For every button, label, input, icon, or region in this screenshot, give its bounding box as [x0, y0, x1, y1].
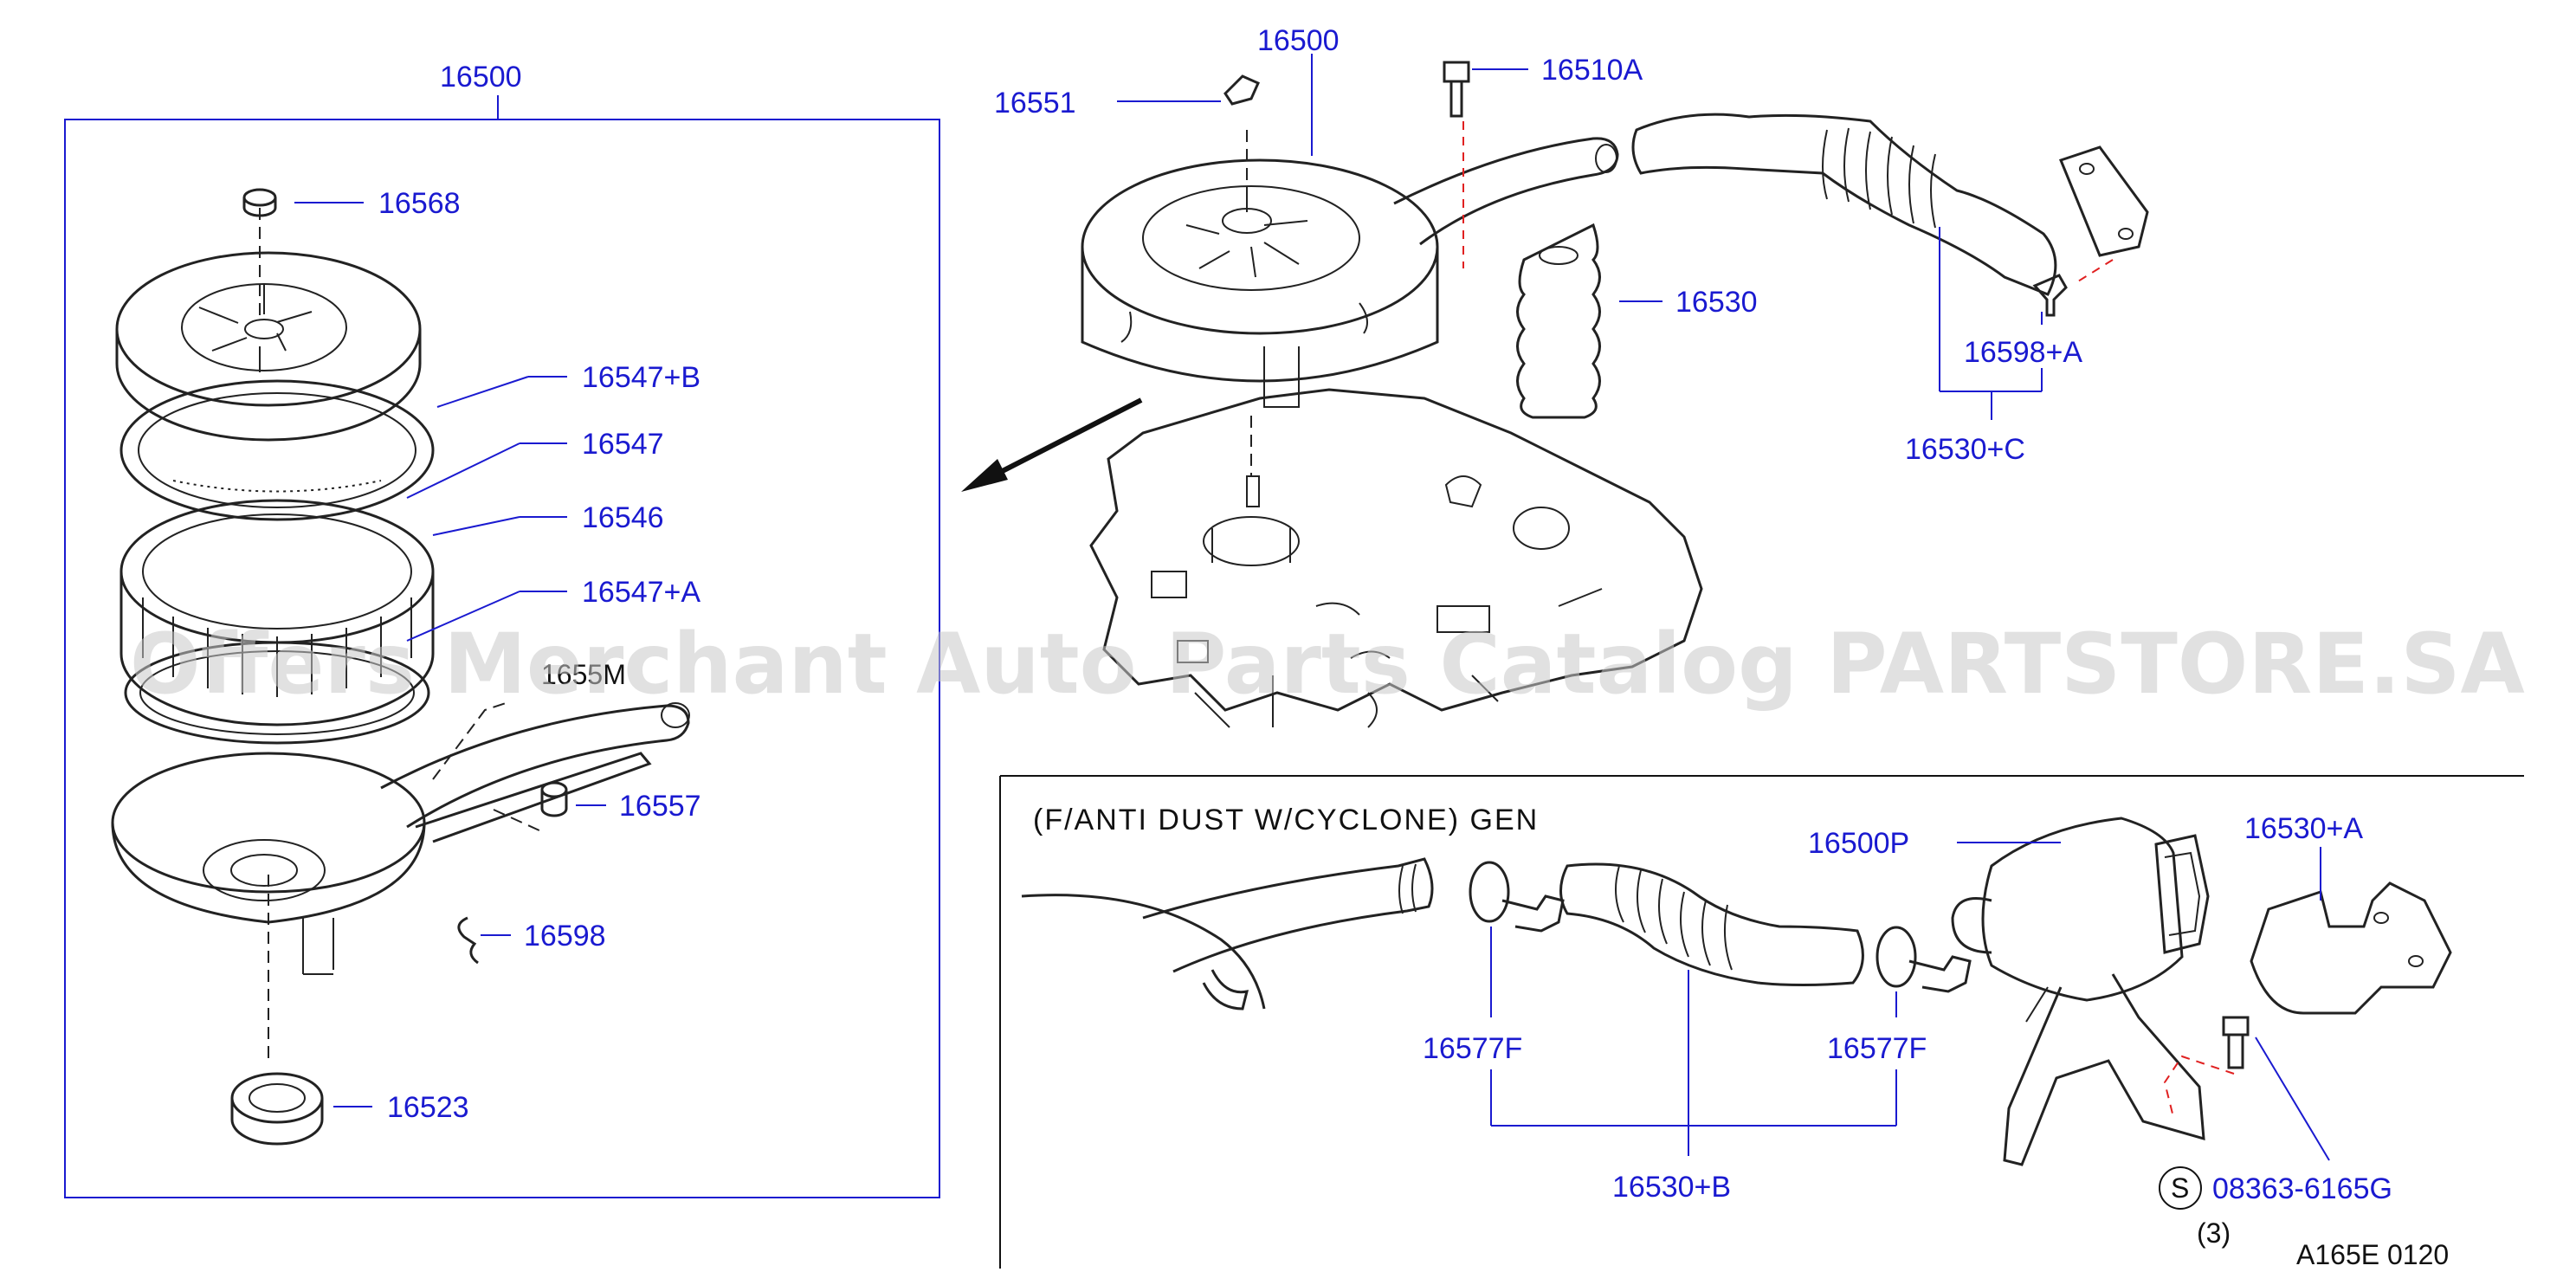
engine-block-part [1089, 388, 1703, 728]
assembled-air-cleaner-part [1081, 137, 1619, 408]
screw-08363-part [2222, 1016, 2250, 1069]
callout-16546[interactable]: 16546 [582, 501, 664, 534]
callout-16598[interactable]: 16598 [524, 920, 606, 952]
intake-tube-part [1021, 857, 1434, 1011]
clip-16551-part [1223, 74, 1260, 106]
exploded-view-frame [64, 119, 940, 1198]
clip-16598A-part [2032, 274, 2068, 317]
grommet-16557-part [540, 781, 568, 817]
seal-16568-part [242, 188, 277, 217]
clamp-left-16577F-part [1469, 861, 1565, 933]
callout-16557[interactable]: 16557 [619, 790, 701, 823]
callout-16530C[interactable]: 16530+C [1905, 433, 2025, 466]
gasket-16547-part [119, 379, 435, 521]
callout-16500-exploded[interactable]: 16500 [440, 61, 522, 94]
cyclone-air-cleaner-16500P-part [1951, 817, 2210, 1166]
screw-symbol-circle [2159, 1166, 2202, 1210]
clip-16598-part [457, 916, 479, 965]
duct-16530A-part [2250, 881, 2452, 1015]
callout-16547[interactable]: 16547 [582, 428, 664, 461]
callout-16530A[interactable]: 16530+A [2244, 812, 2363, 845]
bolt-16510A-part [1443, 61, 1470, 118]
screw-quantity: (3) [2197, 1217, 2231, 1249]
seal-ring-16523-part [230, 1072, 324, 1146]
watermark-text: Offers Merchant Auto Parts Catalog PARTS… [130, 616, 2525, 713]
callout-08363-6165G[interactable]: 08363-6165G [2212, 1172, 2392, 1205]
clamp-right-16577F-part [1876, 926, 1972, 993]
watermark-partial-label: 1655M [541, 659, 626, 690]
callout-16510A[interactable]: 16510A [1541, 54, 1643, 87]
hose-16530-part [1516, 223, 1601, 419]
hose-16530B-part [1559, 862, 1864, 986]
exploded-view-group: 16500 16568 16547+B 16547 [64, 61, 940, 1198]
callout-16530B[interactable]: 16530+B [1612, 1171, 1731, 1204]
callout-16523[interactable]: 16523 [387, 1091, 469, 1124]
callout-16577F-left[interactable]: 16577F [1423, 1032, 1522, 1065]
view-arrow [961, 397, 1143, 492]
screw-symbol: S [2171, 1172, 2189, 1204]
callout-16551[interactable]: 16551 [994, 87, 1076, 119]
drawing-code: A165E 0120 [2296, 1239, 2449, 1270]
callout-16547A[interactable]: 16547+A [582, 576, 700, 609]
callout-16598A[interactable]: 16598+A [1964, 336, 2082, 369]
callout-16500P[interactable]: 16500P [1808, 827, 1909, 860]
callout-16500-assembled[interactable]: 16500 [1257, 24, 1340, 57]
gasket-16547A-part [124, 641, 430, 745]
assembled-view-group: 16551 16500 16510A 16530 1 [994, 24, 2149, 728]
cyclone-variant-group: (F/ANTI DUST W/CYCLONE) GEN 16577F 16577… [999, 775, 2524, 1270]
callout-16530[interactable]: 16530 [1675, 286, 1758, 319]
variant-caption: (F/ANTI DUST W/CYCLONE) GEN [1033, 804, 1539, 836]
callout-16568[interactable]: 16568 [378, 187, 461, 220]
duct-16530C-part [1631, 113, 2149, 296]
callout-16547B[interactable]: 16547+B [582, 361, 700, 394]
air-cleaner-cover-part [115, 251, 422, 442]
callout-16577F-right[interactable]: 16577F [1827, 1032, 1927, 1065]
